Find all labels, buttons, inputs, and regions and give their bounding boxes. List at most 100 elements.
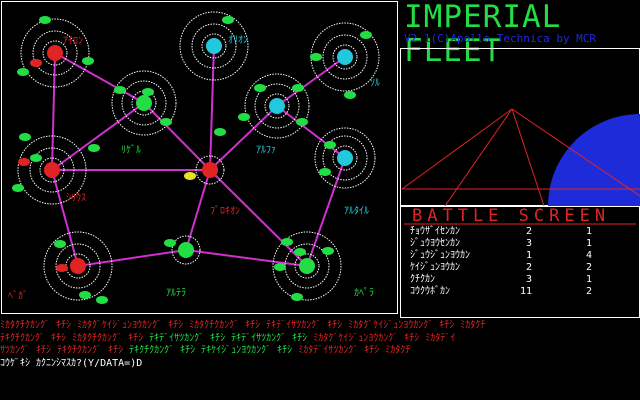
ship-type: ｼﾞｭｳﾖｳｾﾝｶﾝ xyxy=(410,238,460,249)
fleet-marker xyxy=(54,240,66,248)
prompt-text: ｺｳｹﾞｷｼ ｶｸﾆﾝｼﾏｽｶ?(Y/DATA=)D xyxy=(0,357,143,369)
fleet-marker xyxy=(39,16,51,24)
orbit-ring xyxy=(43,231,113,301)
orbit-ring xyxy=(195,155,225,185)
fleet-marker xyxy=(291,293,303,301)
log-segment: ﾐｶﾀﾃﾞｲｻﾂｶﾝｸﾞ ｷﾁｼ xyxy=(298,345,386,356)
battle-row: ｼﾞｭｳｼﾞｭﾝﾖｳｶﾝ 1 4 xyxy=(410,250,592,261)
ship-type: ｸﾁｸｶﾝ xyxy=(410,274,435,285)
orbit-ring xyxy=(29,147,75,193)
system-sol xyxy=(310,22,380,92)
label-procyon: ﾌﾟﾛｷｵﾝ xyxy=(210,206,240,217)
fleet-marker xyxy=(324,141,336,149)
fleet-marker xyxy=(310,53,322,61)
fleet-marker xyxy=(254,84,266,92)
log-segment: ﾃｷﾃﾞｲｻﾂｶﾝｸﾞ ｷﾁｼ xyxy=(266,320,349,331)
battle-row: ﾁｮｳｻﾞｲｾﾝｶﾝ 2 1 xyxy=(410,226,592,237)
orbit-ring xyxy=(179,11,249,81)
route-sol-alpha xyxy=(276,56,346,107)
fleet-marker xyxy=(214,128,226,136)
planet-ailon xyxy=(47,45,63,61)
orbit-ring xyxy=(264,93,290,119)
label-ailon: ｱｲﾛﾝ xyxy=(63,36,83,47)
log-segment: ﾐｶﾀｸﾞｹｲｼﾞｭﾝﾖｳｶﾝｸﾞ ｷﾁｼ xyxy=(77,320,190,331)
label-sol: ｿﾙ xyxy=(370,78,380,89)
orbit-ring xyxy=(332,44,358,70)
message-log: ﾐｶﾀｸﾁｸｶﾝｸﾞ ｷﾁｼ ﾐｶﾀｸﾞｹｲｼﾞｭﾝﾖｳｶﾝｸﾞ ｷﾁｼ ﾐｶﾀ… xyxy=(0,320,640,400)
orbit-ring xyxy=(111,70,177,136)
log-segment: ﾃｷｸﾁｸｶﾝｸﾞ ｷﾁｼ xyxy=(0,332,73,344)
fleet-marker xyxy=(322,247,334,255)
ally-count: 3 xyxy=(525,274,532,285)
route-procyon-alutera xyxy=(185,169,211,251)
orbit-ring xyxy=(332,145,358,171)
fleet-marker xyxy=(296,118,308,126)
fleet-marker xyxy=(160,118,172,126)
fleet-marker xyxy=(184,172,196,180)
planet-capella xyxy=(299,258,315,274)
label-alpha: ｱﾙﾌｧ xyxy=(256,145,276,156)
system-vega xyxy=(43,231,113,301)
ally-count: 11 xyxy=(519,286,532,297)
system-sirius xyxy=(17,135,87,205)
route-alutera-capella xyxy=(185,249,308,267)
orbit-ring xyxy=(20,18,90,88)
ally-count: 3 xyxy=(525,238,532,249)
ship-type: ｼﾞｭｳｼﾞｭﾝﾖｳｶﾝ xyxy=(410,250,470,261)
fleet-marker xyxy=(30,154,42,162)
log-segment: ﾐｶﾀｸﾞｹｲｼﾞｭﾝﾖｳｶﾝｸﾞ ｷﾁｼ xyxy=(348,320,461,331)
orbit-ring xyxy=(322,135,368,181)
planet-alpha xyxy=(269,98,285,114)
enemy-count: 2 xyxy=(585,262,592,273)
log-segment: ﾃｷｸﾁｸｶﾝｸﾞ ｷﾁｼ xyxy=(57,345,130,356)
fleet-marker xyxy=(142,88,154,96)
label-sirius: ｼﾘｳｽ xyxy=(66,193,86,204)
command-prompt[interactable]: ｺｳｹﾞｷｼ ｶｸﾆﾝｼﾏｽｶ?(Y/DATA=)D xyxy=(0,358,640,371)
orbit-ring xyxy=(314,127,376,189)
log-segment: ﾐｶﾀｸﾁｸｶﾝｸﾞ ｷﾁｼ xyxy=(72,332,150,344)
fleet-marker xyxy=(294,248,306,256)
orbit-ring xyxy=(17,135,87,205)
battle-row: ｹｲｼﾞｭﾝﾖｳｶﾝ 2 2 xyxy=(410,262,592,273)
route-alpha-altair xyxy=(276,105,346,159)
log-line: ｻﾂｶﾝｸﾞ ｷﾁｼ ﾃｷｸﾁｸｶﾝｸﾞ ｷﾁｼ ﾃｷｸﾁｸｶﾝｸﾞ ｷﾁｼ ﾃ… xyxy=(0,345,640,358)
ally-count: 1 xyxy=(525,250,532,261)
system-procyon xyxy=(195,155,225,185)
label-rigel: ﾘｹﾞﾙ xyxy=(121,145,141,156)
fleet-markers xyxy=(12,16,372,304)
route-rigel-sirius xyxy=(51,102,145,171)
game-title: IMPERIAL FLEET xyxy=(404,0,562,69)
enemy-count: 1 xyxy=(585,226,592,237)
log-segment: ﾐｶﾀｸﾞｹｲｼﾞｭﾝﾖｳｶﾝｸﾞ ｷﾁｼ xyxy=(313,332,426,344)
log-segment: ﾃｷｸﾁｸｶﾝｸﾞ ｷﾁｼ xyxy=(129,345,202,356)
route-rigel-procyon xyxy=(143,102,211,171)
label-capella: ｶﾍﾟﾗ xyxy=(354,288,374,299)
log-segment: ﾐｶﾀﾃﾞｲ xyxy=(425,332,456,344)
enemy-count: 2 xyxy=(585,286,592,297)
fleet-marker xyxy=(88,144,100,152)
ship-type: ﾁｮｳｻﾞｲｾﾝｶﾝ xyxy=(410,226,460,237)
fleet-marker xyxy=(19,133,31,141)
wireframe-pyramid xyxy=(401,108,640,207)
log-segment: ﾐｶﾀｸﾁ xyxy=(460,320,486,331)
log-segment: ﾐｶﾀｸﾁｸｶﾝｸﾞ ｷﾁｼ xyxy=(189,320,267,331)
orbit-ring xyxy=(254,83,300,129)
planet-procyon xyxy=(202,162,218,178)
fleet-marker xyxy=(30,59,42,67)
fleet-marker xyxy=(114,86,126,94)
orbit-ring xyxy=(272,231,342,301)
enemy-count: 1 xyxy=(585,274,592,285)
orbit-ring xyxy=(65,253,91,279)
fleet-marker xyxy=(96,296,108,304)
system-alutera xyxy=(171,235,201,265)
planet-orion xyxy=(206,38,222,54)
planet-altair xyxy=(337,150,353,166)
fleet-marker xyxy=(344,91,356,99)
orbit-ring xyxy=(131,90,157,116)
route-lines xyxy=(51,45,346,267)
route-ailon-sirius xyxy=(51,52,56,171)
log-line: ﾃｷｸﾁｸｶﾝｸﾞ ｷﾁｼ ﾐｶﾀｸﾁｸｶﾝｸﾞ ｷﾁｼ ﾃｷﾃﾞｲｻﾂｶﾝｸﾞ… xyxy=(0,333,640,346)
planet-rigel xyxy=(136,95,152,111)
orbit-ring xyxy=(39,157,65,183)
